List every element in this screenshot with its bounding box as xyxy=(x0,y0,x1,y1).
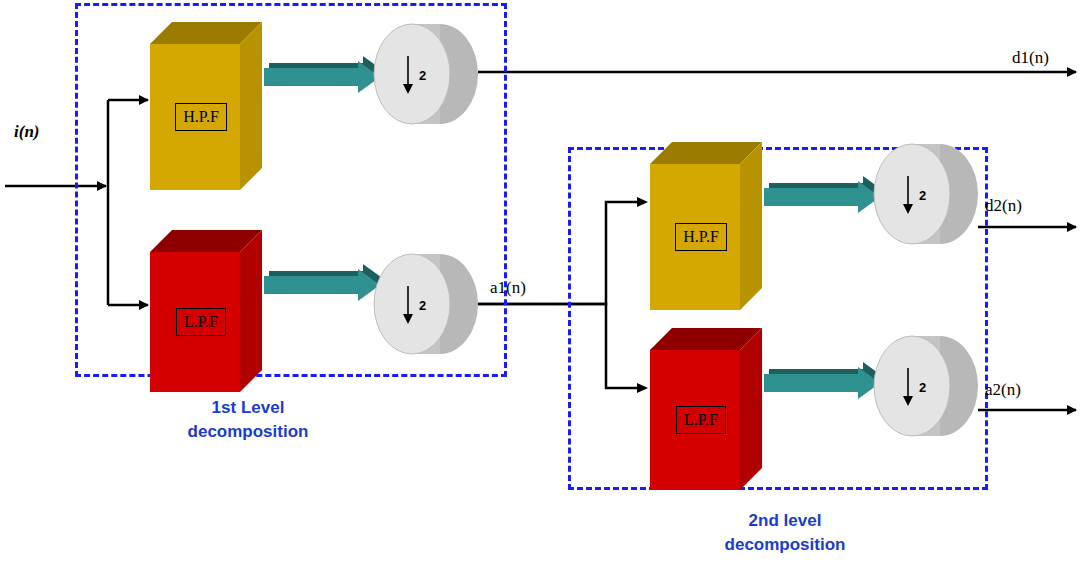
cylinder-face xyxy=(874,336,950,436)
cube-side xyxy=(240,22,262,190)
signal-label: a1(n) xyxy=(490,278,526,298)
decomposition-group: 1st Level decompositionH.P.F2L.P.F2 xyxy=(75,3,507,377)
connector xyxy=(764,176,885,213)
output-signal: d2(n) xyxy=(985,196,1022,216)
filter-label: H.P.F xyxy=(675,223,727,251)
cube-front xyxy=(150,252,240,392)
group-heading: 2nd level decomposition xyxy=(710,509,860,557)
downsampler: 2 xyxy=(372,252,482,356)
filter-label: H.P.F xyxy=(175,103,227,131)
output-signal: a2(n) xyxy=(985,380,1021,400)
input-wire xyxy=(5,185,106,188)
down-arrow-head xyxy=(903,204,913,214)
cube-side xyxy=(740,328,762,490)
connector xyxy=(478,304,648,393)
cube-side xyxy=(240,230,262,392)
down-arrow-head xyxy=(403,84,413,94)
block-arrow xyxy=(264,269,380,301)
cube-shape xyxy=(150,22,262,190)
downsampler: 2 xyxy=(872,334,982,438)
output-wire xyxy=(978,409,1076,412)
cube-shape xyxy=(150,230,262,392)
wire xyxy=(478,202,638,304)
cylinder-shape xyxy=(872,334,982,438)
connector xyxy=(264,264,385,301)
cylinder-face xyxy=(374,254,450,354)
cube-shape xyxy=(650,328,762,490)
decimation-factor: 2 xyxy=(419,68,426,83)
cylinder-face xyxy=(374,24,450,124)
connector xyxy=(478,197,648,304)
filter-block: H.P.F xyxy=(650,142,762,310)
connector xyxy=(264,56,385,93)
block-arrow xyxy=(764,181,880,213)
filter-block: H.P.F xyxy=(150,22,262,190)
cube-front xyxy=(650,350,740,490)
down-arrow-head xyxy=(403,314,413,324)
block-arrow xyxy=(264,61,380,93)
cylinder-shape xyxy=(872,142,982,246)
decimation-factor: 2 xyxy=(419,298,426,313)
down-arrow-head xyxy=(903,396,913,406)
filter-block: L.P.F xyxy=(650,328,762,490)
arrow-head xyxy=(637,197,648,207)
downsampler: 2 xyxy=(372,22,482,126)
cube-front xyxy=(150,44,240,190)
decimation-factor: 2 xyxy=(919,380,926,395)
cube-side xyxy=(740,142,762,310)
cube-shape xyxy=(650,142,762,310)
filter-label: L.P.F xyxy=(176,308,226,336)
decimation-factor: 2 xyxy=(919,188,926,203)
input-split xyxy=(107,100,110,305)
output-wire xyxy=(978,226,1076,229)
cube-front xyxy=(650,164,740,310)
input-signal: i(n) xyxy=(14,122,40,142)
connector xyxy=(764,362,885,399)
input-branch xyxy=(108,304,148,307)
group-heading: 1st Level decomposition xyxy=(173,396,323,444)
filter-block: L.P.F xyxy=(150,230,262,392)
decomposition-group: 2nd level decompositionH.P.F2L.P.F2 xyxy=(568,147,988,490)
block-arrow xyxy=(764,367,880,399)
output-signal: d1(n) xyxy=(1012,48,1049,68)
cylinder-shape xyxy=(372,252,482,356)
downsampler: 2 xyxy=(872,142,982,246)
filter-label: L.P.F xyxy=(676,406,726,434)
input-branch xyxy=(108,99,148,102)
output-wire xyxy=(478,71,1076,74)
cylinder-face xyxy=(874,144,950,244)
arrow-head xyxy=(637,383,648,393)
cylinder-shape xyxy=(372,22,482,126)
